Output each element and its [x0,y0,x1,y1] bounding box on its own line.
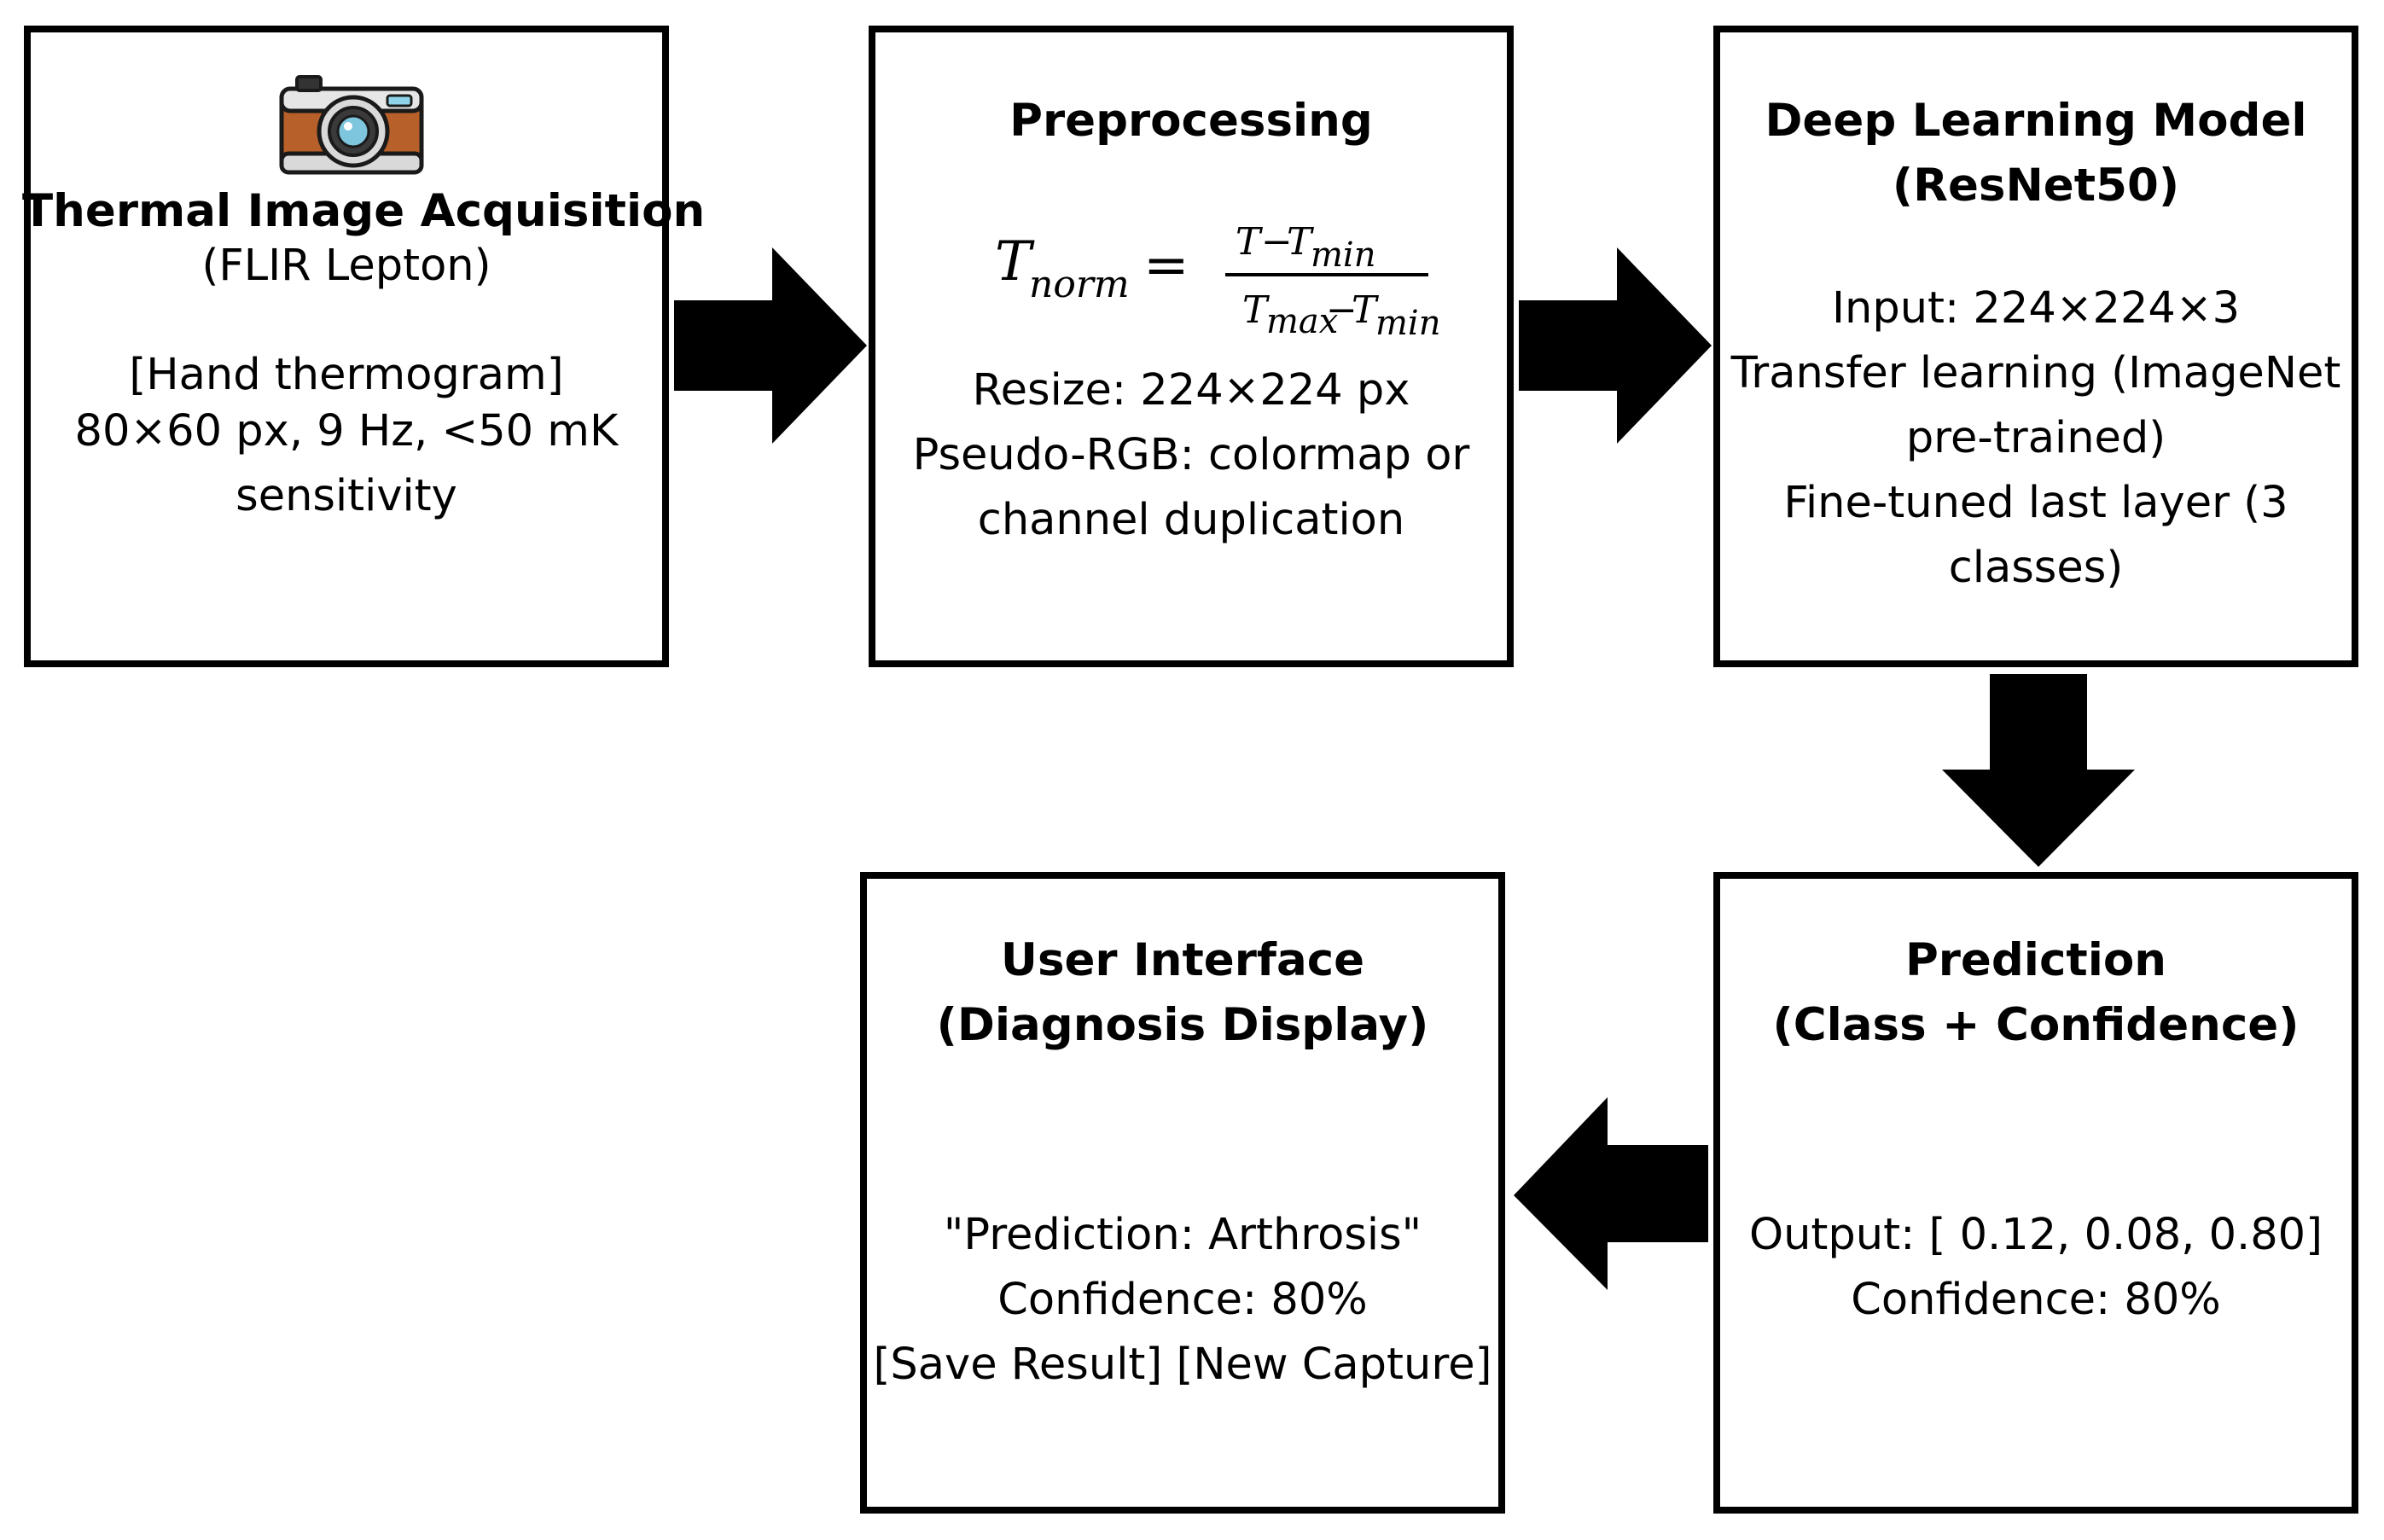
model-line: Input: 224×224×3 [1831,283,2241,334]
formula-den-a: T [1242,288,1270,332]
acquisition-line: [Hand thermogram] [129,350,564,400]
formula-num-a: T [1236,220,1264,264]
acquisition-line: sensitivity [235,471,457,521]
preprocessing-line: Pseudo-RGB: colormap or [912,430,1470,480]
ui-line: Confidence: 80% [997,1275,1368,1325]
formula-lhs: T [995,230,1035,293]
arrow-right-icon [1519,247,1712,444]
formula-den-b-sub: min [1375,304,1440,343]
arrow-right-icon [674,247,867,444]
model-box: Deep Learning Model (ResNet50) Input: 22… [1713,26,2358,667]
prediction-box: Prediction (Class + Confidence) Output: … [1713,872,2358,1514]
acquisition-line: 80×60 px, 9 Hz, <50 mK [74,406,619,456]
preprocessing-line: Resize: 224×224 px [972,365,1410,416]
acquisition-subtitle: (FLIR Lepton) [201,241,491,291]
acquisition-box: Thermal Image Acquisition (FLIR Lepton) … [22,26,706,667]
ui-subtitle: (Diagnosis Display) [936,999,1429,1051]
model-line: Fine-tuned last layer (3 [1783,478,2288,528]
normalization-formula: T norm = T − T min T max − T min [875,195,1507,348]
prediction-subtitle: (Class + Confidence) [1772,999,2300,1051]
preprocessing-box: Preprocessing T norm = T − T min T max −… [869,26,1514,667]
acquisition-title: Thermal Image Acquisition [22,185,706,237]
ui-box: User Interface (Diagnosis Display) "Pred… [860,872,1505,1514]
arrow-left-icon [1514,1097,1708,1290]
camera-icon [279,75,424,175]
preprocessing-title: Preprocessing [1009,95,1373,147]
formula-minus: − [1261,220,1293,264]
formula-den-b: T [1352,288,1380,332]
formula-num-b-sub: min [1311,235,1375,275]
ui-line: [Save Result] [New Capture] [873,1340,1492,1390]
formula-den-a-sub: max [1266,302,1338,341]
prediction-title: Prediction [1904,934,2167,986]
arrow-down-icon [1942,674,2135,867]
model-subtitle: (ResNet50) [1892,160,2180,212]
formula-num-b: T [1287,220,1315,264]
model-line: pre-trained) [1905,413,2166,463]
formula-den-minus: − [1326,288,1358,332]
ui-line: "Prediction: Arthrosis" [943,1210,1422,1260]
prediction-line: Confidence: 80% [1851,1275,2221,1325]
preprocessing-line: channel duplication [977,495,1405,545]
formula-eq: = [1143,234,1189,297]
model-title: Deep Learning Model [1765,95,2307,147]
model-line: Transfer learning (ImageNet [1730,348,2341,398]
model-line: classes) [1948,543,2124,593]
ui-title: User Interface [1000,934,1365,986]
formula-lhs-sub: norm [1029,263,1130,306]
prediction-line: Output: [ 0.12, 0.08, 0.80] [1748,1210,2323,1260]
